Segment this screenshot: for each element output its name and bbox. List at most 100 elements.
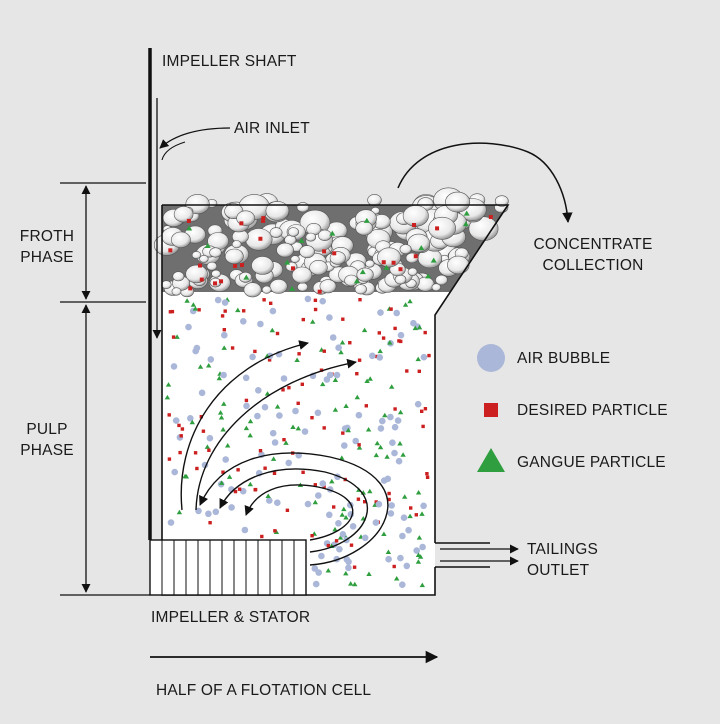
air-bubble	[323, 376, 331, 383]
froth-bubble	[211, 269, 221, 278]
air-bubble	[397, 554, 404, 562]
gangue-particle	[407, 513, 413, 519]
air-bubble	[243, 402, 250, 410]
air-bubble	[261, 403, 269, 411]
air-bubble	[397, 331, 405, 339]
desired-particle	[253, 488, 257, 492]
desired-particle	[233, 489, 238, 494]
air-bubble	[389, 439, 396, 447]
gangue-particle	[430, 257, 437, 263]
desired-particle	[389, 307, 393, 311]
gangue-particle	[243, 425, 250, 431]
air-bubble	[388, 502, 396, 509]
gangue-particle	[339, 512, 345, 517]
gangue-particle	[402, 494, 408, 499]
desired-particle	[201, 429, 206, 433]
froth-phase-label: FROTH PHASE	[19, 228, 75, 266]
gangue-particle	[353, 278, 360, 284]
legend-air-bubble-label: AIR BUBBLE	[517, 350, 611, 367]
air-bubble	[280, 375, 288, 382]
gangue-particle	[204, 242, 211, 248]
gangue-particle	[394, 576, 400, 581]
froth-bubble	[435, 274, 448, 286]
air-bubble	[170, 363, 178, 370]
air-bubble	[372, 519, 380, 526]
desired-particle	[281, 388, 285, 392]
gangue-particle	[325, 568, 331, 573]
air-bubble	[377, 309, 384, 316]
gangue-particle	[294, 357, 300, 362]
desired-particle	[262, 298, 266, 302]
gangue-particle	[366, 571, 372, 576]
gangue-particle	[415, 559, 422, 564]
froth-bubble	[209, 247, 222, 258]
air-bubble	[195, 507, 202, 515]
froth-bubble	[317, 229, 332, 241]
gangue-particle	[343, 403, 349, 408]
desired-particle	[423, 330, 427, 335]
desired-particle	[208, 521, 212, 525]
froth-bubble	[243, 282, 262, 298]
air-bubble	[335, 344, 342, 352]
air-bubble	[192, 347, 199, 355]
desired-particle	[332, 505, 336, 509]
desired-particle	[357, 358, 362, 362]
gangue-particle	[332, 407, 339, 412]
gangue-particle	[363, 217, 370, 223]
air-bubble	[379, 417, 386, 425]
gangue-particle	[247, 481, 253, 487]
froth-bubble	[356, 267, 374, 282]
gangue-particle	[364, 378, 370, 383]
froth-bubble	[269, 278, 288, 294]
gangue-particle	[415, 490, 422, 495]
air-bubble	[345, 564, 352, 572]
gangue-particle	[221, 401, 227, 406]
desired-particle	[425, 472, 429, 476]
gangue-particle	[247, 418, 254, 424]
froth-bubble	[297, 282, 309, 292]
froth-bubble	[365, 259, 375, 268]
desired-particle	[397, 339, 401, 343]
air-bubble	[355, 411, 363, 419]
froth-bubble	[494, 195, 509, 207]
froth-bubble	[170, 231, 191, 249]
gangue-particle	[397, 409, 404, 415]
gangue-particle	[377, 444, 384, 450]
desired-particle	[167, 413, 171, 417]
air-bubble	[206, 434, 214, 442]
gangue-particle	[384, 454, 390, 459]
gangue-particle	[265, 493, 271, 498]
desired-particle	[391, 260, 396, 265]
desired-particle	[236, 468, 240, 472]
air-bubble	[207, 356, 215, 363]
air-bubble	[269, 307, 277, 315]
air-bubble	[387, 413, 394, 421]
froth-bubble	[290, 255, 300, 263]
air-bubble	[240, 318, 247, 325]
desired-particle	[167, 457, 172, 461]
air-bubble	[257, 320, 264, 328]
legend-desired-particle-label: DESIRED PARTICLE	[517, 402, 668, 419]
desired-particle	[381, 260, 386, 265]
gangue-particle	[361, 327, 368, 333]
gangue-particle	[352, 581, 358, 587]
froth-bubble	[445, 191, 471, 213]
air-bubble	[269, 429, 277, 437]
desired-particle	[348, 341, 352, 345]
froth-bubble	[407, 267, 418, 276]
air-bubble	[254, 387, 262, 394]
gangue-particle	[356, 445, 363, 450]
desired-particle	[198, 263, 203, 268]
desired-particle	[310, 534, 314, 538]
froth-bubble	[251, 256, 274, 275]
air-bubble	[329, 334, 337, 341]
gangue-particle	[186, 225, 193, 231]
desired-particle	[199, 277, 204, 282]
air-bubble-icon	[477, 344, 505, 372]
desired-particle	[263, 466, 267, 470]
desired-particle	[244, 398, 249, 403]
desired-particle	[219, 279, 224, 284]
desired-particle	[282, 438, 286, 442]
air-bubble	[198, 389, 206, 397]
